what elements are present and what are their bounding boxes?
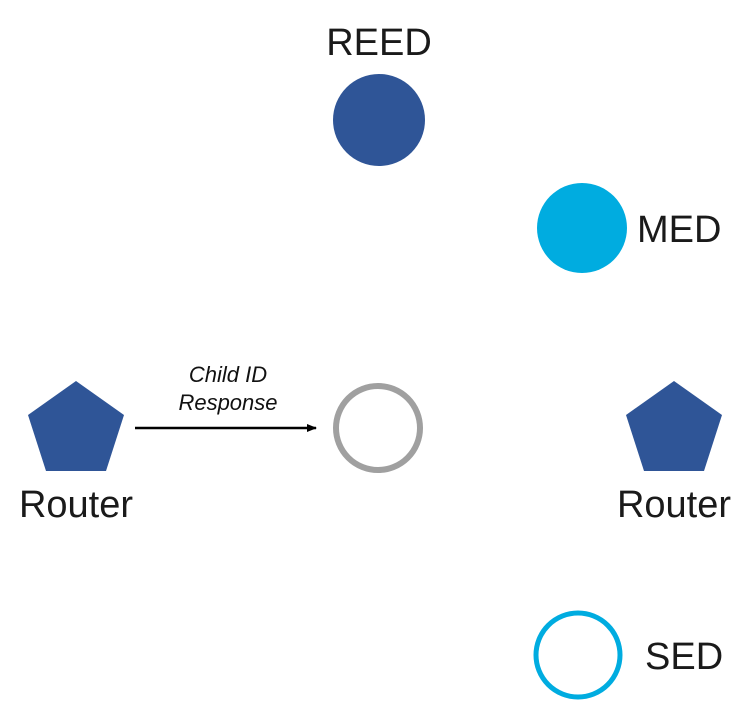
router-left-label: Router <box>19 484 133 526</box>
node-router-left[interactable]: Router <box>19 381 133 526</box>
joiner-circle-outline-icon <box>333 383 423 473</box>
node-sed[interactable]: SED <box>533 610 723 700</box>
edge-child-id-response[interactable]: Child ID Response <box>135 362 317 432</box>
child-id-response-label-line1: Child ID <box>189 362 267 387</box>
child-id-response-label-line2: Response <box>178 390 277 415</box>
sed-label: SED <box>645 636 723 678</box>
router-pentagon-icon <box>28 381 124 471</box>
reed-circle-icon <box>333 74 425 166</box>
reed-label: REED <box>326 22 432 64</box>
node-reed[interactable]: REED <box>326 22 432 166</box>
router-pentagon-icon <box>626 381 722 471</box>
node-med[interactable]: MED <box>537 183 721 273</box>
node-joiner-center[interactable] <box>333 383 423 473</box>
med-label: MED <box>637 209 721 251</box>
node-router-right[interactable]: Router <box>617 381 731 526</box>
med-circle-icon <box>537 183 627 273</box>
sed-circle-outline-icon <box>533 610 623 700</box>
router-right-label: Router <box>617 484 731 526</box>
